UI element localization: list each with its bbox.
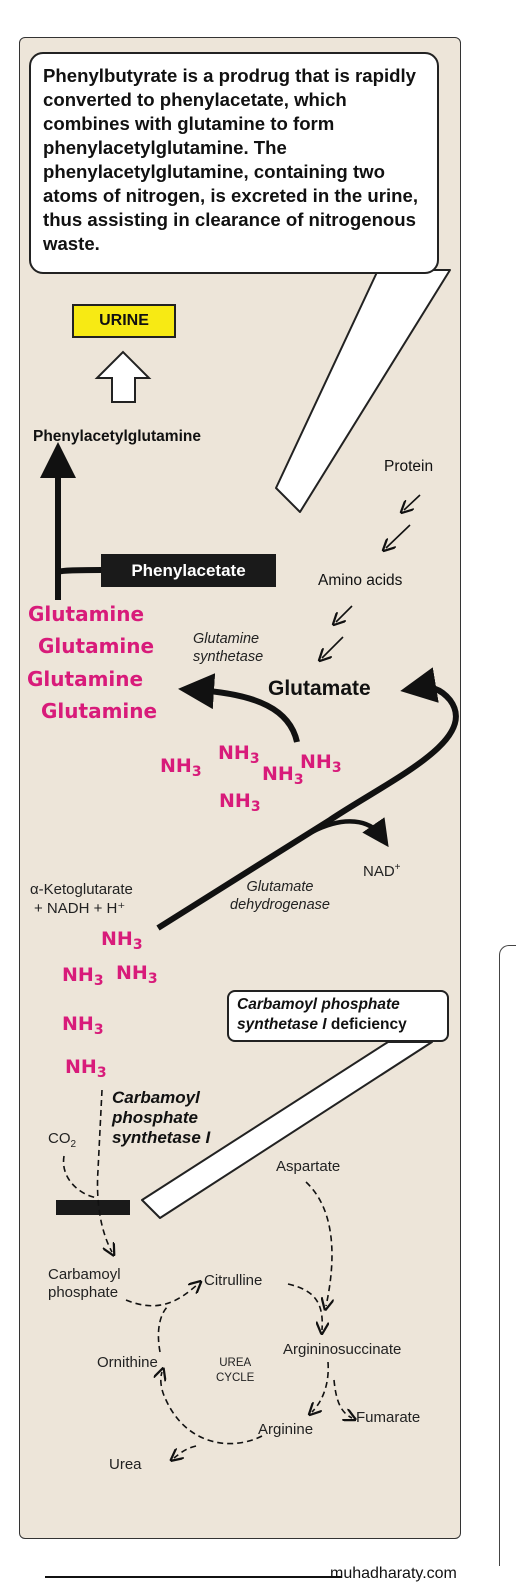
adjacent-page-edge [499, 945, 516, 1566]
phenylacetylglutamine-label: Phenylacetylglutamine [33, 428, 201, 445]
aa-arrow-1 [336, 605, 353, 622]
urea-arrow [174, 1445, 197, 1458]
deficiency-block-bar [56, 1200, 130, 1215]
urea-label: Urea [109, 1456, 142, 1473]
glutamine-4: Glutamine [41, 699, 158, 723]
protein-arrow-2 [386, 524, 411, 548]
aspartate-arrow [305, 1181, 332, 1306]
phenylbutyrate-note: Phenylbutyrate is a prodrug that is rapi… [29, 52, 439, 274]
carbamoyl-phosphate-label: Carbamoyl phosphate [48, 1266, 121, 1301]
nh3-lower-4: NH3 [62, 1013, 104, 1038]
glutamine-1: Glutamine [28, 602, 145, 626]
cps-callout-tail [141, 1041, 433, 1219]
amino-acids-label: Amino acids [318, 572, 403, 589]
glutamate-dehydrogenase-label: Glutamate dehydrogenase [230, 879, 330, 913]
arginine-label: Arginine [258, 1421, 314, 1438]
co2-label: CO2 [48, 1130, 77, 1150]
nh3-lower-2: NH3 [62, 964, 104, 989]
nh3-upper-3: NH3 [262, 763, 304, 788]
glutamine-synthetase-label: Glutamine synthetase [193, 631, 264, 665]
footer-rule [45, 1576, 342, 1578]
ornithine-to-citrulline [157, 1305, 169, 1353]
glutamate-label: Glutamate [268, 677, 371, 700]
aa-arrow-2 [322, 636, 344, 658]
protein-label: Protein [384, 458, 434, 475]
cps-enzyme-label: Carbamoyl phosphate synthetase I [112, 1088, 211, 1147]
citrulline-label: Citrulline [204, 1272, 263, 1289]
protein-arrow-1 [404, 494, 421, 510]
to-urine-arrow [94, 350, 152, 403]
citrulline-arrow [287, 1283, 322, 1330]
nh3-lower-3: NH3 [116, 962, 158, 987]
glutamine-2: Glutamine [38, 634, 155, 658]
ornithine-label: Ornithine [97, 1354, 158, 1371]
aspartate-label: Aspartate [276, 1158, 341, 1175]
glutamate-dehydrogenase-arrow [156, 667, 459, 931]
nh3-lower-5: NH3 [65, 1056, 107, 1081]
nh3-upper-4: NH3 [300, 751, 342, 776]
nad-branch-arrow [310, 817, 389, 848]
footer-watermark: muhadharaty.com [330, 1565, 457, 1582]
cp-to-citrulline-arrow [125, 1284, 198, 1307]
nh3-lower-1: NH3 [101, 928, 143, 953]
phenylacetate-box: Phenylacetate [101, 554, 276, 587]
note-text: Phenylbutyrate is a prodrug that is rapi… [43, 65, 419, 254]
nad-plus-label: NAD+ [363, 862, 401, 880]
fumarate-label: Fumarate [356, 1409, 421, 1426]
glutamine-synthetase-arrow [178, 673, 300, 743]
as-to-arginine-arrow [312, 1361, 329, 1412]
urea-cycle-label: UREA CYCLE [216, 1357, 255, 1384]
arginine-to-ornithine-arrow [161, 1372, 263, 1445]
co2-dashed [62, 1155, 99, 1199]
glutamine-3: Glutamine [27, 667, 144, 691]
urine-box: URINE [72, 304, 176, 338]
fumarate-arrow [333, 1379, 352, 1418]
cps-deficiency-callout: Carbamoyl phosphate synthetase I deficie… [227, 990, 449, 1042]
nh3-upper-2: NH3 [218, 742, 260, 767]
argininosuccinate-label: Argininosuccinate [283, 1341, 402, 1358]
ketoglutarate-label: α-Ketoglutarate + NADH + H⁺ [30, 881, 133, 917]
nh3-to-cp-dashed [96, 1089, 112, 1252]
nh3-upper-5: NH3 [219, 790, 261, 815]
nh3-upper-1: NH3 [160, 755, 202, 780]
